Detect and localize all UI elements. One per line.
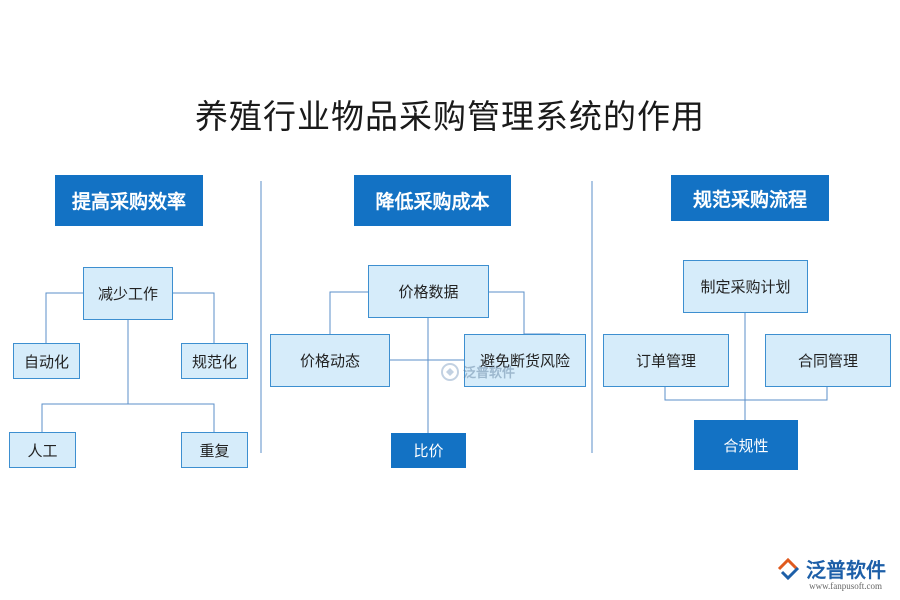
node-contract-management: 合同管理 bbox=[765, 334, 891, 387]
brand-name: 泛普软件 bbox=[806, 558, 886, 582]
watermark: 泛普软件 bbox=[441, 362, 515, 381]
section-header-efficiency: 提高采购效率 bbox=[55, 175, 203, 226]
node-purchase-plan: 制定采购计划 bbox=[683, 260, 808, 313]
watermark-logo-icon bbox=[441, 362, 459, 381]
brand-url: www.fanpusoft.com bbox=[809, 581, 882, 591]
node-repetition: 重复 bbox=[181, 432, 248, 468]
node-manual: 人工 bbox=[9, 432, 76, 468]
brand-logo-icon bbox=[777, 557, 800, 580]
node-automation: 自动化 bbox=[13, 343, 80, 379]
node-price-compare: 比价 bbox=[391, 433, 466, 468]
brand-logo: 泛普软件 bbox=[776, 554, 886, 583]
page-title: 养殖行业物品采购管理系统的作用 bbox=[195, 97, 705, 136]
node-avoid-shortage: 避免断货风险 bbox=[464, 334, 586, 387]
node-price-data: 价格数据 bbox=[368, 265, 489, 318]
watermark-text: 泛普软件 bbox=[463, 366, 516, 381]
node-price-trend: 价格动态 bbox=[270, 334, 390, 387]
node-compliance: 合规性 bbox=[694, 420, 798, 470]
section-header-cost: 降低采购成本 bbox=[354, 175, 511, 226]
node-order-management: 订单管理 bbox=[603, 334, 729, 387]
section-header-process: 规范采购流程 bbox=[671, 175, 829, 221]
node-reduce-work: 减少工作 bbox=[83, 267, 173, 320]
node-standardization: 规范化 bbox=[181, 343, 248, 379]
